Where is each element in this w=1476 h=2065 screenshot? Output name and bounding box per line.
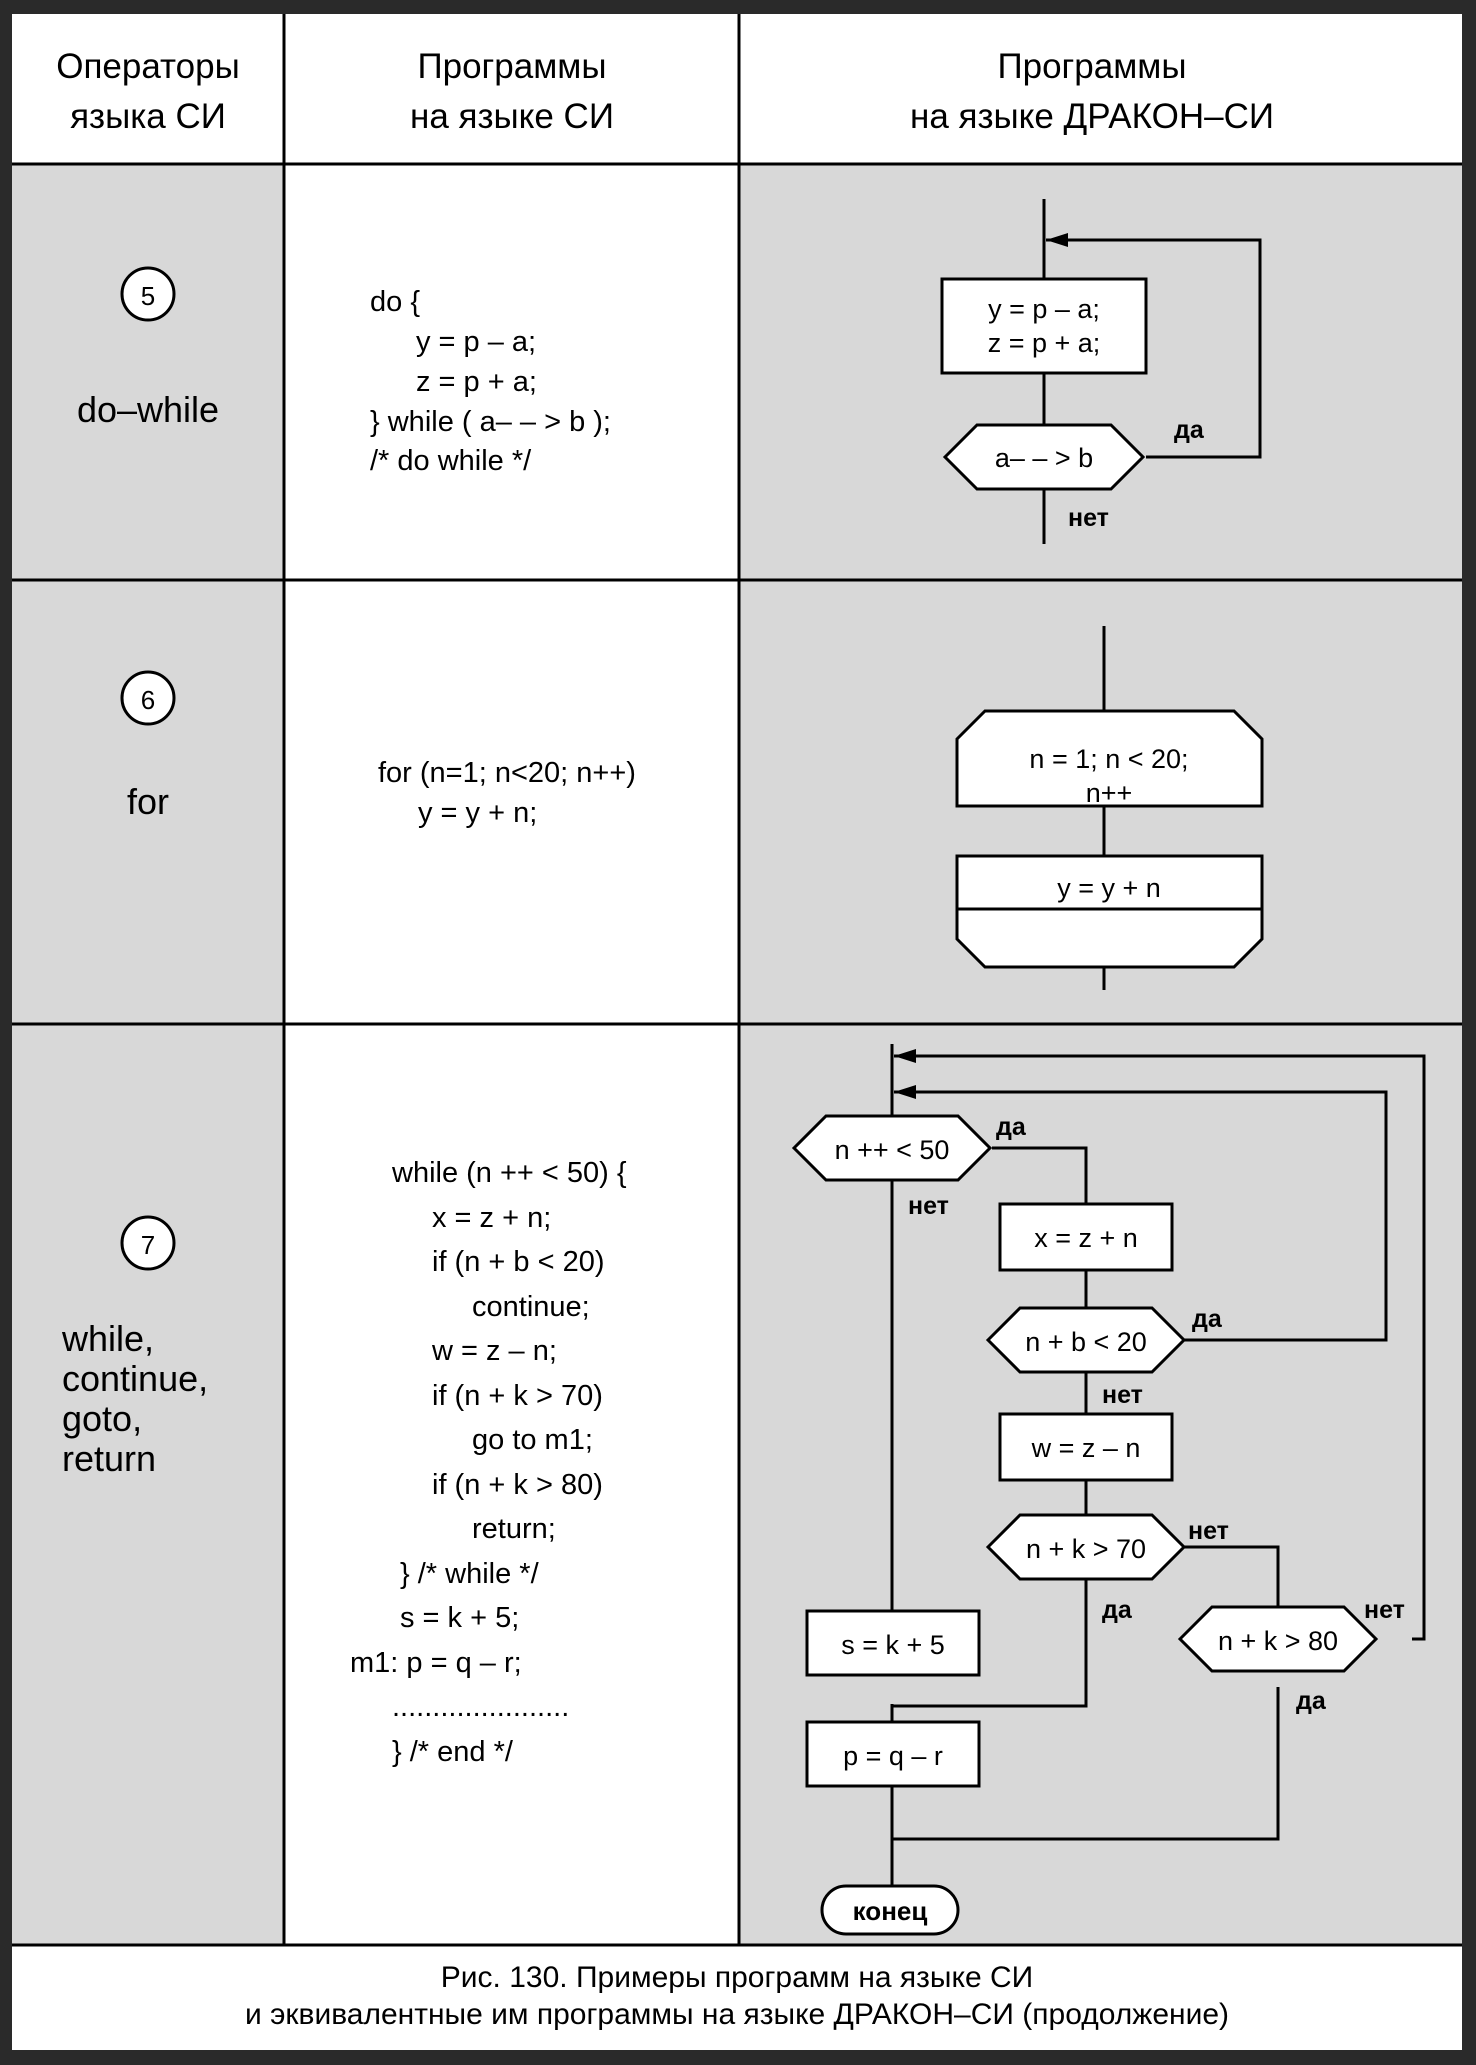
row5-number: 5	[141, 281, 155, 311]
row6-action-text: y = y + n	[1057, 873, 1161, 903]
figure-canvas: Операторы языка СИ Программы на языке СИ Пр…	[12, 14, 1462, 2031]
row7-act-w-text: w = z – n	[1031, 1433, 1141, 1463]
row7-outer-loop-arrow	[894, 1049, 916, 1063]
row7-no-label: нет	[908, 1192, 949, 1220]
header-operators-2: языка СИ	[70, 97, 226, 136]
row7-code-line: } /* while */	[400, 1558, 540, 1590]
row5-code-line: z = p + a;	[416, 366, 537, 398]
row6-loop-start-box	[955, 709, 1264, 808]
row7-code-line: go to m1;	[472, 1424, 593, 1456]
row5-action-box	[940, 277, 1148, 375]
row7-return-line	[892, 1687, 1280, 1841]
row7-outer-loop-line	[894, 1054, 1426, 1641]
row7-yes-label: да	[996, 1113, 1027, 1141]
row7-code-line: ......................	[392, 1691, 569, 1723]
row7-no-label: нет	[1188, 1517, 1229, 1545]
row7-code-line: w = z – n;	[431, 1335, 557, 1367]
row5-condition-box	[942, 423, 1146, 491]
row6-code-line: for (n=1; n<20; n++)	[378, 757, 636, 789]
header-programs-drakon-1: Программы	[997, 47, 1186, 86]
row5-code-line: y = p – a;	[416, 326, 536, 358]
row7-cond-k80-box	[1177, 1605, 1379, 1673]
row5-code-line: do {	[370, 286, 420, 318]
row7-continue-loop-line	[894, 1090, 1388, 1342]
row7-number: 7	[141, 1230, 155, 1260]
row6-loop-line: n = 1; n < 20;	[1029, 744, 1188, 774]
row6-number-circle	[120, 670, 176, 726]
row7-code-line: while (n ++ < 50) {	[391, 1157, 627, 1189]
row7-act-s-box	[805, 1609, 981, 1677]
row7-cond-k70-box	[985, 1513, 1187, 1581]
row7-operator-line: while,	[61, 1318, 154, 1359]
row5-code-line: } while ( a– – > b );	[370, 406, 611, 438]
row7-no-label: нет	[1364, 1596, 1405, 1624]
row7-code-line: x = z + n;	[432, 1202, 551, 1234]
caption-line-1: Рис. 130. Примеры программ на языке СИ	[441, 1961, 1033, 1994]
row7-act-w-box	[998, 1412, 1174, 1482]
header-programs-drakon-2: на языке ДРАКОН–СИ	[910, 97, 1274, 136]
row5-operator: do–while	[77, 389, 219, 430]
row7-operator-line: continue,	[62, 1358, 208, 1399]
row6-operator: for	[127, 781, 169, 822]
row7-code-line: s = k + 5;	[400, 1602, 519, 1634]
row7-number-circle	[120, 1215, 176, 1271]
row7-code-line: m1: p = q – r;	[350, 1647, 522, 1679]
table-header: Операторы	[56, 47, 240, 86]
row7-code-line: if (n + k > 80)	[432, 1469, 603, 1501]
paper: Операторы языка СИ Программы на языке СИ Пр…	[12, 14, 1462, 2050]
row6-loop-line: n++	[1086, 778, 1133, 808]
row7-end-text: конец	[853, 1896, 928, 1926]
row5-code-line: /* do while */	[370, 445, 532, 477]
row7-cond-k80-text: n + k > 80	[1218, 1626, 1338, 1656]
row7-code-line: if (n + k > 70)	[432, 1380, 603, 1412]
row7-yes-label: да	[1102, 1596, 1133, 1624]
row5-no-label: нет	[1068, 504, 1109, 532]
header-programs-c-2: на языке СИ	[410, 97, 614, 136]
caption-line-2: и эквивалентные им программы на языке ДР…	[245, 1998, 1229, 2031]
header-programs-c-1: Программы	[417, 47, 606, 86]
row5-number-circle	[120, 266, 176, 322]
row7-continue-loop-arrow	[894, 1085, 916, 1099]
row7-code-line: continue;	[472, 1291, 590, 1323]
row7-act-p-text: p = q – r	[843, 1741, 943, 1771]
row6-number: 6	[141, 685, 155, 715]
row7-yes-label: да	[1296, 1687, 1327, 1715]
row7-act-p-box	[805, 1720, 981, 1788]
table-grid	[12, 14, 1462, 1947]
row7-cond-k70-text: n + k > 70	[1026, 1534, 1146, 1564]
row5-loop-back-line	[1046, 238, 1262, 459]
row5-yes-label: да	[1174, 416, 1205, 444]
row6-code-line: y = y + n;	[418, 797, 537, 829]
row7-cond-main-text: n ++ < 50	[835, 1135, 950, 1165]
header-operators-1: Операторы	[56, 47, 240, 86]
row7-act-x-box	[998, 1202, 1174, 1272]
operators-column-bg	[12, 164, 284, 1945]
row6-loop-end-box	[955, 907, 1264, 969]
row5-action-line: y = p – a;	[988, 294, 1100, 324]
row7-end-box	[820, 1884, 960, 1936]
row7-operator-line: goto,	[62, 1398, 142, 1439]
row7-cond-b-text: n + b < 20	[1025, 1327, 1147, 1357]
row5-condition-text: a– – > b	[995, 443, 1093, 473]
row7-operator-line: return	[62, 1438, 156, 1479]
row7-code-line: return;	[472, 1513, 556, 1545]
row7-act-x-text: x = z + n	[1034, 1223, 1138, 1253]
row7-code-line: } /* end */	[392, 1736, 514, 1768]
row7-cond-main-box	[791, 1114, 993, 1182]
row7-cond-b-box	[985, 1306, 1187, 1374]
row5-action-line: z = p + a;	[988, 328, 1101, 358]
row7-act-s-text: s = k + 5	[841, 1630, 945, 1660]
row7-no-label: нет	[1102, 1381, 1143, 1409]
row7-yes-label: да	[1192, 1305, 1223, 1333]
row7-code-line: if (n + b < 20)	[432, 1246, 605, 1278]
row5-loop-arrow	[1046, 233, 1068, 247]
